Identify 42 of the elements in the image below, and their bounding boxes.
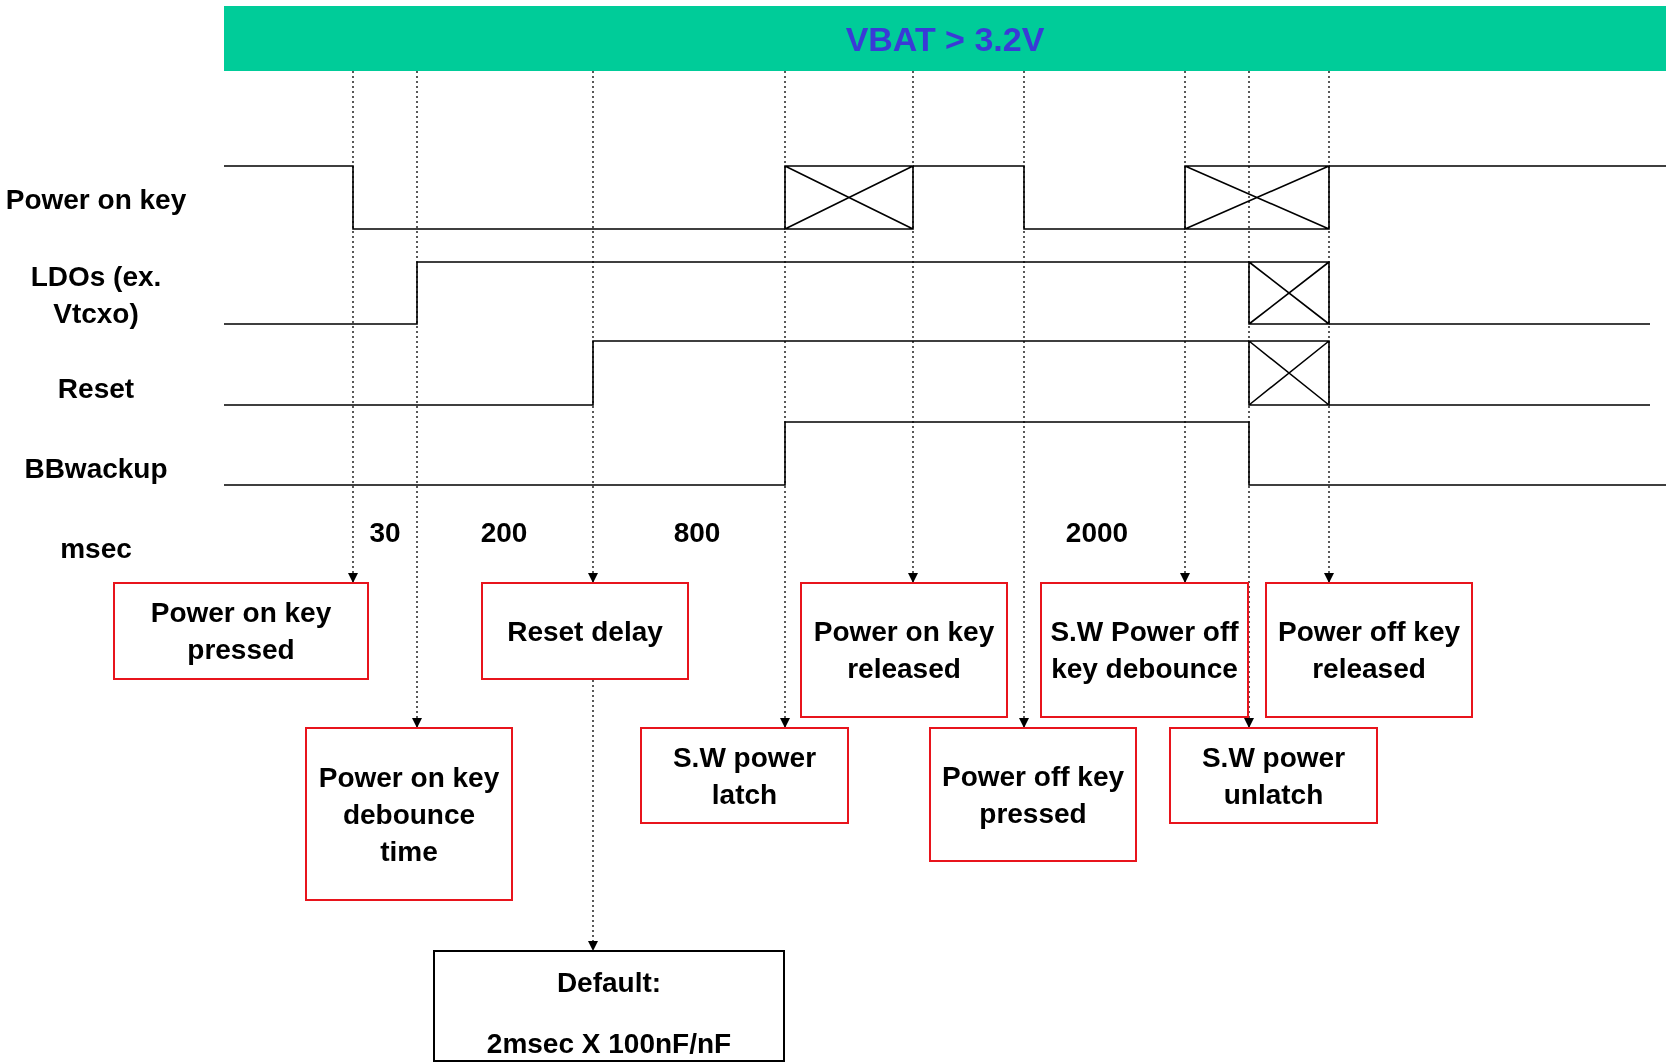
dotted-arrow [588, 70, 598, 583]
duration-label: 200 [479, 515, 529, 550]
box-text: Power on key debounce time [317, 760, 501, 869]
dotted-arrow [1244, 70, 1254, 728]
box-text: 2msec X 100nF/nF [486, 1027, 732, 1061]
duration-label: 2000 [1064, 515, 1130, 550]
dotted-arrow [908, 70, 918, 583]
dotted-arrow [780, 70, 790, 728]
dotted-arrow [412, 70, 422, 728]
signal-label: msec [59, 531, 133, 566]
note-box [433, 950, 785, 1062]
signal-label: BBwackup [23, 451, 169, 486]
duration-label: 30 [368, 515, 402, 550]
title-band [224, 6, 1666, 71]
box-text: Default: [556, 966, 662, 1000]
dotted-arrow [1324, 70, 1334, 583]
event-box [800, 582, 1008, 718]
event-box [305, 727, 513, 901]
box-text: S.W Power off key debounce [1049, 615, 1240, 686]
signal-label: Power on key [4, 182, 188, 217]
box-text: Reset delay [507, 614, 663, 649]
dotted-arrow [1180, 70, 1190, 583]
band-title: VBAT > 3.2V [845, 21, 1045, 56]
duration-label: 800 [672, 515, 722, 550]
box-text: Power off key released [1276, 615, 1462, 686]
event-box [1169, 727, 1378, 824]
dotted-arrow [588, 679, 598, 951]
event-box [113, 582, 369, 680]
box-text: S.W power latch [671, 740, 818, 812]
dotted-arrow [348, 70, 358, 583]
event-box [929, 727, 1137, 862]
event-box [481, 582, 689, 680]
dotted-arrow [1019, 70, 1029, 728]
box-text: Power on key pressed [149, 596, 333, 667]
event-box [1040, 582, 1249, 718]
signal-label: LDOs (ex. Vtcxo) [29, 260, 163, 331]
box-text: Power off key pressed [940, 759, 1126, 831]
box-text: S.W power unlatch [1200, 740, 1347, 812]
signal-label: Reset [56, 371, 136, 406]
event-box [640, 727, 849, 824]
box-text: Power on key released [812, 615, 996, 686]
event-box [1265, 582, 1473, 718]
